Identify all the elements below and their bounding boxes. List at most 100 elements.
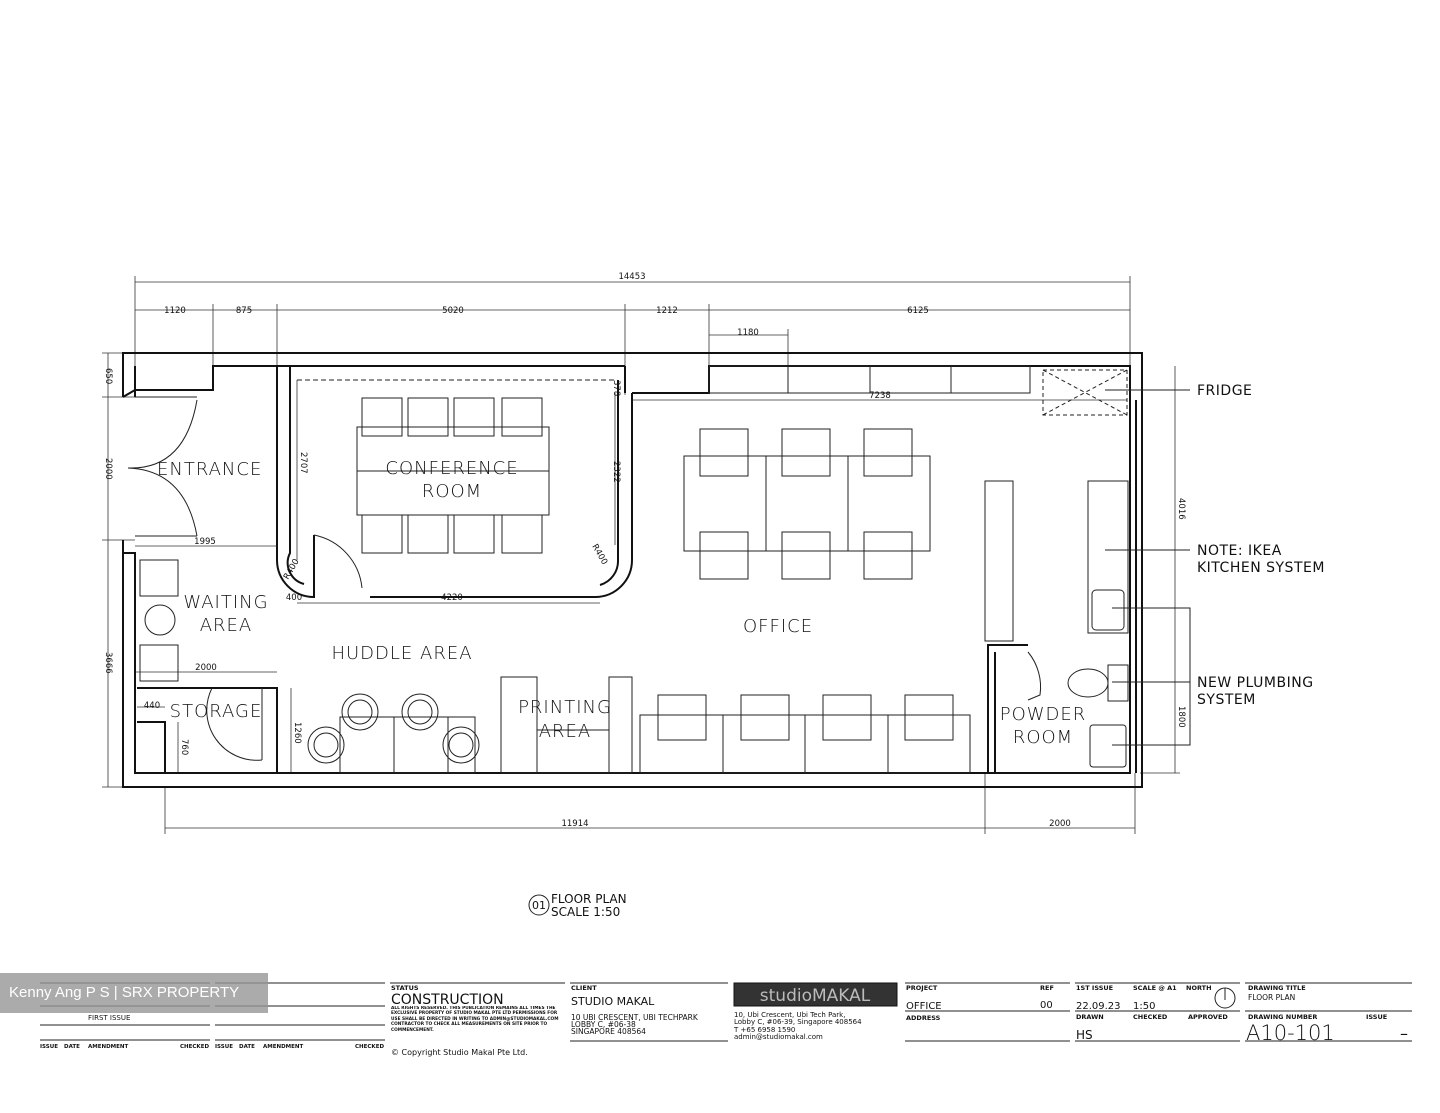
- dim-1212: 1212: [656, 306, 678, 316]
- studio-email: admin@studiomakal.com: [734, 1033, 823, 1041]
- conference-chairs: [361, 397, 543, 554]
- dim-2000-left: 2000: [103, 458, 113, 480]
- rev-header-issue-2: ISSUE: [215, 1044, 233, 1050]
- side-table: [144, 604, 176, 636]
- room-label-storage: STORAGE: [170, 701, 263, 722]
- ref-label: REF: [1040, 984, 1054, 992]
- rev-header-date-2: DATE: [239, 1044, 255, 1050]
- rev-header-amendment: AMENDMENT: [88, 1044, 128, 1050]
- annotation-ikea-note-2: KITCHEN SYSTEM: [1197, 560, 1325, 576]
- scale-label: SCALE @ A1: [1133, 984, 1177, 992]
- checked-label: CHECKED: [1133, 1013, 1168, 1021]
- drawing-number-value: A10-101: [1246, 1021, 1335, 1045]
- printer-unit: [500, 676, 538, 774]
- walls: [122, 352, 1143, 788]
- dim-875: 875: [236, 306, 252, 316]
- waiting-chair: [139, 644, 179, 682]
- toilet: [1067, 668, 1109, 698]
- address-label: ADDRESS: [906, 1014, 941, 1022]
- copyright: © Copyright Studio Makal Pte Ltd.: [391, 1048, 528, 1057]
- furniture: [139, 365, 1191, 774]
- issue-value: –: [1400, 1024, 1408, 1043]
- client-name: STUDIO MAKAL: [571, 995, 655, 1008]
- caption-scale: SCALE 1:50: [551, 905, 620, 919]
- dim-1995: 1995: [194, 537, 216, 547]
- dim-7238: 7238: [869, 391, 891, 401]
- caption-number: 01: [532, 899, 546, 912]
- dim-1180: 1180: [737, 328, 759, 338]
- status-value: CONSTRUCTION: [391, 992, 504, 1008]
- dim-440: 440: [144, 701, 160, 711]
- doors: [127, 396, 1042, 761]
- dim-11914: 11914: [561, 819, 588, 829]
- annotation-ikea-note: NOTE: IKEA: [1197, 543, 1282, 559]
- project-value: OFFICE: [906, 1001, 942, 1012]
- dim-400: 400: [286, 593, 302, 603]
- client-address-3: SINGAPORE 408564: [571, 1027, 646, 1036]
- room-label-conference: CONFERENCE: [385, 458, 518, 479]
- dim-2707: 2707: [298, 452, 308, 474]
- drawing-number-label: DRAWING NUMBER: [1248, 1013, 1317, 1021]
- dim-2000-bottom: 2000: [1049, 819, 1071, 829]
- rev-header-amendment-2: AMENDMENT: [263, 1044, 303, 1050]
- drawing-title-label: DRAWING TITLE: [1248, 984, 1306, 992]
- watermark: Kenny Ang P S | SRX PROPERTY: [0, 973, 268, 1013]
- waiting-chair: [139, 559, 179, 597]
- scale-value: 1:50: [1133, 1001, 1155, 1012]
- annotation-plumbing: NEW PLUMBING: [1197, 675, 1314, 691]
- basin: [1089, 724, 1127, 768]
- dim-2322: 2322: [611, 461, 621, 483]
- caption-title: FLOOR PLAN: [551, 892, 627, 906]
- kitchen-system: [1087, 480, 1129, 634]
- north-label: NORTH: [1186, 984, 1212, 992]
- project-label: PROJECT: [906, 984, 938, 992]
- room-label-conference-2: ROOM: [422, 481, 482, 502]
- ref-value: 00: [1040, 1000, 1053, 1011]
- annotation-fridge: FRIDGE: [1197, 383, 1252, 399]
- dim-1120: 1120: [164, 306, 186, 316]
- room-label-printing-2: AREA: [539, 721, 592, 742]
- annotation-plumbing-2: SYSTEM: [1197, 692, 1256, 708]
- fridge: [1042, 369, 1128, 416]
- rights-notice: ALL RIGHTS RESERVED. THIS PUBLICATION RE…: [391, 1006, 559, 1033]
- client-address-1: 10 UBI CRESCENT, UBI TECHPARK: [571, 1013, 699, 1022]
- partition: [984, 480, 1014, 642]
- first-issue-date: 22.09.23: [1076, 1001, 1121, 1012]
- rev-header-issue: ISSUE: [40, 1044, 58, 1050]
- title-block: ISSUE DATE AMENDMENT CHECKED ISSUE DATE …: [40, 982, 1412, 1057]
- client-address-2: LOBBY C, #06-38: [571, 1020, 636, 1029]
- dim-1800: 1800: [1176, 706, 1186, 728]
- drawing-number-circle: [528, 894, 550, 916]
- issue-label: ISSUE: [1366, 1013, 1387, 1021]
- rev-header-date: DATE: [64, 1044, 80, 1050]
- rev-header-checked-2: CHECKED: [355, 1044, 384, 1050]
- first-issue-header: 1ST ISSUE: [1076, 984, 1113, 992]
- approved-label: APPROVED: [1188, 1013, 1228, 1021]
- room-label-office: OFFICE: [743, 616, 813, 637]
- dim-4220: 4220: [441, 593, 463, 603]
- status-label: STATUS: [391, 984, 419, 992]
- office-chairs: [657, 428, 954, 741]
- dim-r400-left: R400: [282, 557, 302, 581]
- drawn-value: HS: [1076, 1028, 1093, 1042]
- studio-address-2: Lobby C, #06-39, Singapore 408564: [734, 1018, 862, 1026]
- room-label-waiting: WAITING: [183, 592, 268, 613]
- studio-address-1: 10, Ubi Crescent, Ubi Tech Park,: [734, 1011, 845, 1019]
- dim-5020: 5020: [442, 306, 464, 316]
- studio-logo: [733, 982, 898, 1007]
- client-label: CLIENT: [571, 984, 597, 992]
- room-label-powder: POWDER: [1000, 704, 1087, 725]
- dimension-labels: 14453 1120 875 5020 1212 6125 1180 7238 …: [103, 272, 1186, 829]
- office-desks: [683, 455, 931, 552]
- room-label-entrance: ENTRANCE: [157, 459, 262, 480]
- dim-650: 650: [103, 368, 113, 384]
- dim-760: 760: [179, 739, 189, 755]
- huddle-table: [339, 716, 476, 774]
- huddle-stools: [307, 693, 480, 764]
- studio-phone: T +65 6958 1590: [733, 1026, 795, 1034]
- studio-logo-text: studioMAKAL: [760, 986, 871, 1006]
- dim-4016: 4016: [1176, 498, 1186, 520]
- drawn-label: DRAWN: [1076, 1013, 1104, 1021]
- dim-2000-storage: 2000: [195, 663, 217, 673]
